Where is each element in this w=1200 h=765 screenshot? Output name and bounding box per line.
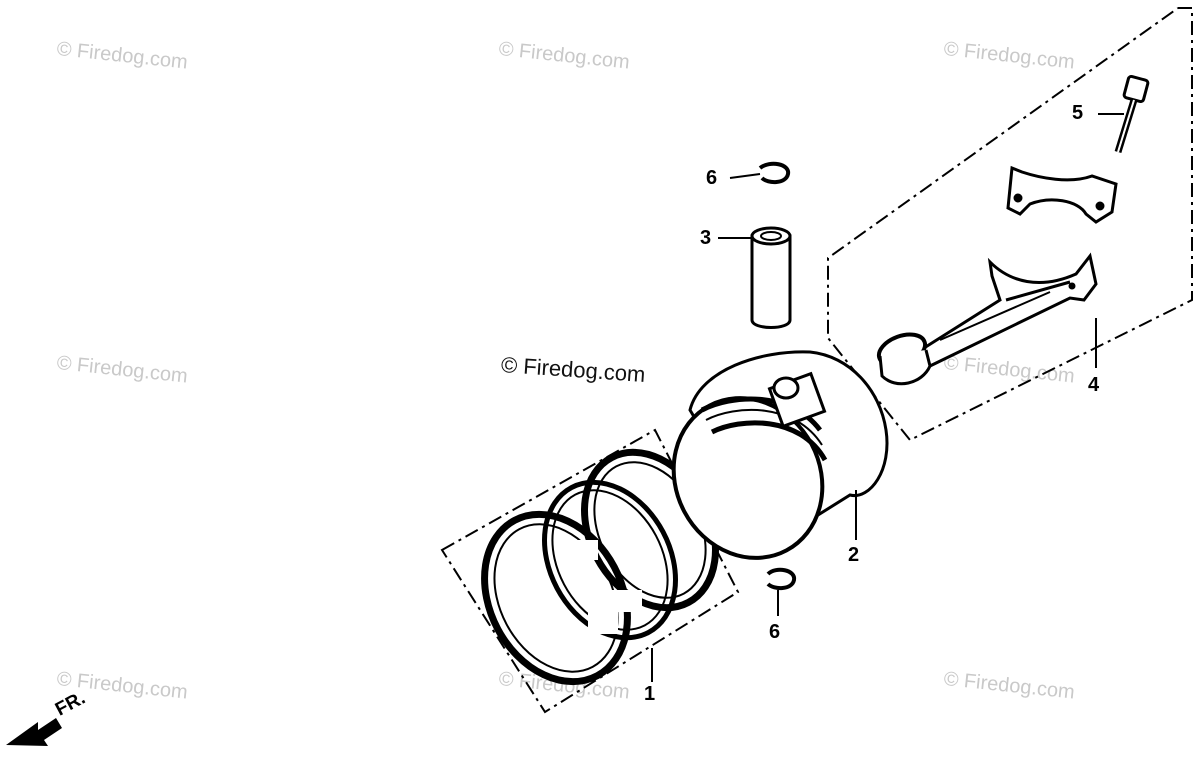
piston-illustration [671, 350, 889, 560]
clip-bottom-illustration [766, 567, 797, 591]
callout-6-bottom: 6 [769, 621, 781, 643]
front-direction-arrow-icon [6, 718, 62, 746]
callout-3: 3 [700, 227, 712, 249]
callout-6-top: 6 [706, 167, 718, 189]
connecting-rod-illustration [876, 252, 1098, 386]
leader-lines [651, 113, 1124, 682]
rod-bolt-illustration [1114, 74, 1150, 154]
callout-4: 4 [1088, 374, 1100, 396]
callout-2: 2 [848, 544, 860, 566]
rings-group-boundary [440, 428, 740, 714]
clip-top-illustration [758, 161, 791, 185]
rod-group-boundary [827, 7, 1193, 442]
piston-pin-illustration [750, 226, 792, 329]
callout-5: 5 [1072, 102, 1084, 124]
callout-1: 1 [644, 683, 656, 705]
rod-cap-illustration [1006, 165, 1118, 224]
piston-rings-illustration [481, 448, 719, 686]
